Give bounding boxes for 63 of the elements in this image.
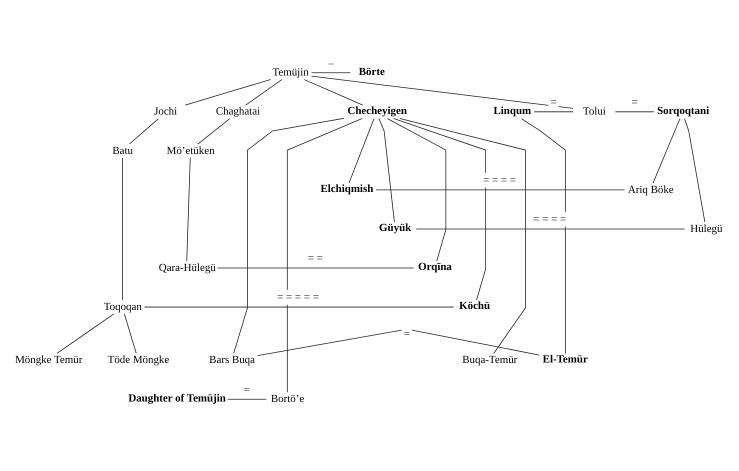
connector <box>393 118 486 300</box>
node-text: Chaghatai <box>216 105 260 118</box>
node-text: Börte <box>358 65 385 78</box>
connector <box>197 118 230 144</box>
connector <box>184 78 271 105</box>
node-text: Linqum <box>493 104 532 116</box>
connector <box>217 267 414 268</box>
connector <box>311 72 351 73</box>
node-text: Temüjin <box>272 66 309 78</box>
connector <box>186 156 191 262</box>
connector <box>684 118 706 222</box>
connector <box>615 110 654 112</box>
node-text: Güyük <box>379 222 412 234</box>
connector <box>257 329 540 356</box>
edge-label: = = <box>308 252 323 264</box>
node-text: Hülegü <box>690 222 722 234</box>
edge-label: = = = = = <box>277 291 319 304</box>
edge-label: = <box>550 96 557 108</box>
node-text: El-Temür <box>542 352 588 365</box>
node-text: Bars Buqa <box>209 354 256 366</box>
node-text: Köchü <box>459 300 490 312</box>
node-text: Ariq Böke <box>628 183 674 196</box>
connector <box>245 78 282 106</box>
node-text: Töde Möngke <box>108 354 170 366</box>
connector <box>129 118 159 144</box>
node-text: Bortö’e <box>270 392 304 405</box>
edge-label: = = = = <box>483 174 516 186</box>
node-text: Qara-Hülegü <box>158 261 216 274</box>
connector <box>416 228 686 229</box>
edge-label: = <box>632 96 638 108</box>
node-text: Tolui <box>582 105 606 118</box>
connector <box>387 118 446 261</box>
node-text: Checheyigen <box>347 104 407 116</box>
connector <box>304 78 364 106</box>
edge-label: = <box>328 56 334 69</box>
connector <box>652 118 680 184</box>
edge-label: = <box>244 383 250 396</box>
connector <box>122 156 123 300</box>
node-text: Orqīna <box>418 260 452 273</box>
edge-label: = <box>404 327 410 340</box>
node-text: Batu <box>112 144 133 156</box>
node-text: Sorqoqtani <box>657 104 710 116</box>
connector <box>376 189 625 190</box>
node-text: Mö’etüken <box>166 144 215 156</box>
connector <box>124 312 137 354</box>
connector <box>56 312 114 354</box>
node-text: Toqoqan <box>104 300 142 312</box>
node-text: Elchiqmish <box>320 182 374 195</box>
connector <box>348 118 374 184</box>
node-text: Jochi <box>154 105 178 118</box>
connector <box>144 306 454 307</box>
node-text: Möngke Temür <box>15 354 82 366</box>
connector <box>521 118 566 354</box>
connector <box>378 118 395 222</box>
edge-label: = = = = <box>533 212 566 225</box>
connector <box>400 118 526 354</box>
connector <box>227 398 267 400</box>
node-text: Buqa-Temür <box>462 354 518 366</box>
node-text: Daughter of Temüjin <box>128 392 226 404</box>
connector <box>233 117 344 354</box>
connector <box>286 118 363 392</box>
connector <box>311 75 574 108</box>
connector <box>534 110 574 112</box>
